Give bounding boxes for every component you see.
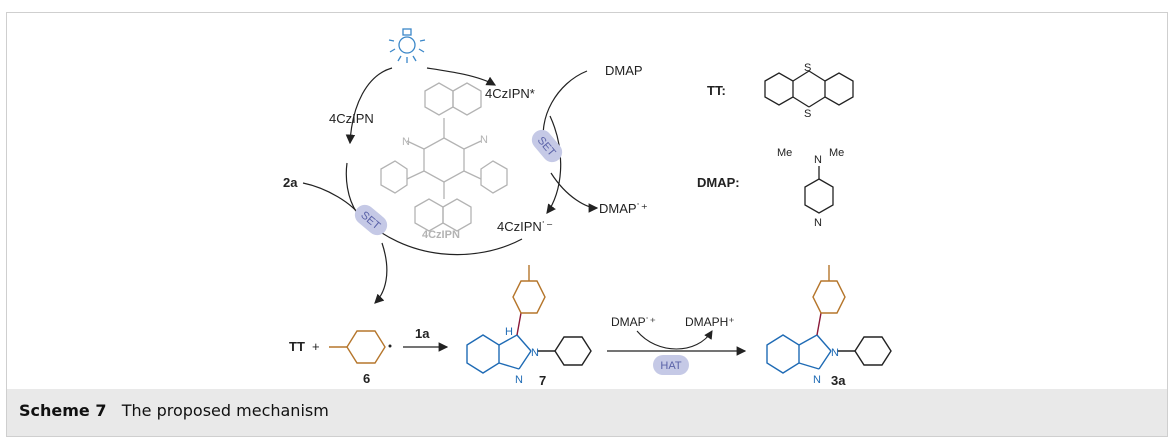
scheme-caption: Scheme 7 The proposed mechanism (19, 401, 329, 420)
mechanism-diagram: SET SET 4CzIPN 4CzIPN* 4CzIPN˙⁻ DMAP DMA… (283, 28, 892, 388)
product-3a (766, 265, 892, 374)
reagent-1a-label: 1a (415, 326, 430, 341)
dmap-radical-bottom: DMAP˙⁺ (611, 315, 656, 329)
dmap-label: DMAP (605, 63, 643, 78)
compound-7-label: 7 (539, 373, 546, 388)
radical-dot (388, 344, 392, 348)
tt-sulfur-top: S (804, 62, 811, 74)
aryl-radical-6 (329, 330, 386, 364)
compound-6-label: 6 (363, 371, 370, 386)
dmap-radical-cation-label: DMAP˙⁺ (599, 201, 648, 216)
dmap-structure (804, 166, 834, 214)
thianthrene-structure (764, 70, 854, 108)
dmap-amine-n: N (814, 154, 822, 166)
catalyst-label: 4CzIPN (329, 111, 374, 126)
light-bulb-icon (388, 28, 426, 63)
4czipn-center-label: 4CzIPN (422, 229, 460, 241)
tt-legend-label: TT: (707, 83, 726, 98)
substrate-2a-label: 2a (283, 175, 298, 190)
intermediate-n1: N (515, 374, 523, 386)
reduced-catalyst-label: 4CzIPN˙⁻ (497, 219, 553, 234)
dmap-me-left: Me (777, 147, 792, 159)
cyano-right: N (480, 134, 488, 146)
tt-sulfur-bottom: S (804, 108, 811, 120)
hat-curved-arrow (636, 330, 713, 350)
dmap-me-right: Me (829, 147, 844, 159)
cyano-left: N (402, 136, 410, 148)
set-pill-left: SET (354, 204, 388, 236)
dmap-legend-label: DMAP: (697, 175, 740, 190)
dmap-pyridine-n: N (814, 217, 822, 229)
excited-catalyst-label: 4CzIPN* (485, 86, 535, 101)
compound-3a-label: 3a (831, 373, 846, 388)
product-n2: N (831, 347, 839, 359)
caption-bar: Scheme 7 The proposed mechanism (6, 389, 1168, 437)
dmaph-label: DMAPH⁺ (685, 315, 735, 329)
tt-bottom-label: TT (289, 339, 305, 354)
scheme-frame: SET SET 4CzIPN 4CzIPN* 4CzIPN˙⁻ DMAP DMA… (6, 12, 1168, 437)
svg-text:HAT: HAT (660, 360, 681, 372)
product-n1: N (813, 374, 821, 386)
intermediate-h: H (505, 326, 513, 338)
caption-text: The proposed mechanism (121, 401, 329, 420)
4czipn-structure (380, 82, 508, 232)
hat-pill: HAT (653, 355, 689, 375)
caption-number: Scheme 7 (19, 401, 107, 420)
set-pill-top: SET (531, 129, 563, 163)
intermediate-n2: N (531, 347, 539, 359)
plus-sign: + (312, 339, 320, 354)
intermediate-7 (466, 265, 592, 374)
